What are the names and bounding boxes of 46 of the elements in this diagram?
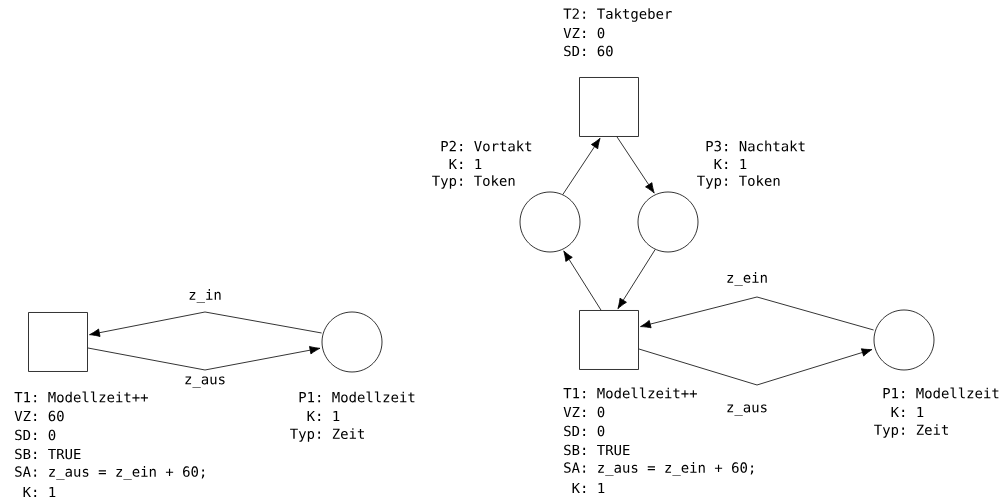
arrow [616, 136, 655, 194]
edge-label: z_in [187, 288, 223, 304]
annotation-text: T1: Modellzeit++ [14, 391, 148, 403]
annotation-text: VZ: 0 [563, 27, 605, 39]
annotation-text: T2: Taktgeber [563, 8, 672, 22]
annotation-text: K: 1 [891, 406, 924, 418]
annotation-text: SD: 0 [564, 425, 605, 437]
transition-box [28, 312, 88, 372]
annotation-text: P3: Nachtakt [706, 140, 805, 152]
annotation-text: SD: 60 [564, 45, 613, 57]
annotation-text: Typ: Zeit [290, 428, 364, 442]
place-circle [637, 191, 699, 253]
place-circle [519, 191, 581, 253]
annotation-text: SA: z_aus = z_ein + 60; [15, 466, 205, 480]
annotation-text: SD: 0 [15, 429, 56, 441]
arrow [87, 346, 321, 371]
annotation-text: VZ: 0 [563, 406, 605, 418]
annotation-text: SB: TRUE [564, 444, 630, 456]
annotation-text: P2: Vortakt [441, 140, 532, 152]
annotation-text: K: 1 [714, 158, 747, 170]
annotation-text: P1: Modellzeit [299, 391, 415, 403]
arrow [640, 296, 874, 331]
arrow [562, 137, 601, 195]
annotation-text: Typ: Token [432, 175, 515, 189]
annotation-text: T1: Modellzeit++ [563, 387, 697, 399]
transition-box [579, 77, 639, 137]
annotation-text: K: 1 [449, 158, 482, 170]
place-circle [321, 311, 383, 373]
annotation-text: SA: z_aus = z_ein + 60; [564, 462, 754, 476]
arrow [617, 249, 656, 310]
transition-box [579, 310, 639, 370]
arrow [89, 311, 322, 337]
annotation-text: Typ: Token [697, 175, 780, 189]
annotation-text: P1: Modellzeit [883, 387, 999, 399]
annotation-text: K: 1 [307, 410, 340, 422]
annotation-text: Typ: Zeit [874, 424, 948, 438]
arrow [563, 250, 602, 311]
edge-label: z_aus [183, 375, 227, 389]
place-circle [873, 309, 935, 371]
edge-label: z_ein [725, 271, 769, 287]
edge-label: z_aus [725, 403, 769, 417]
annotation-text: K: 1 [23, 486, 56, 498]
annotation-text: K: 1 [572, 482, 605, 494]
annotation-text: SB: TRUE [15, 448, 81, 460]
annotation-text: VZ: 60 [14, 410, 64, 422]
arrow [638, 348, 873, 386]
